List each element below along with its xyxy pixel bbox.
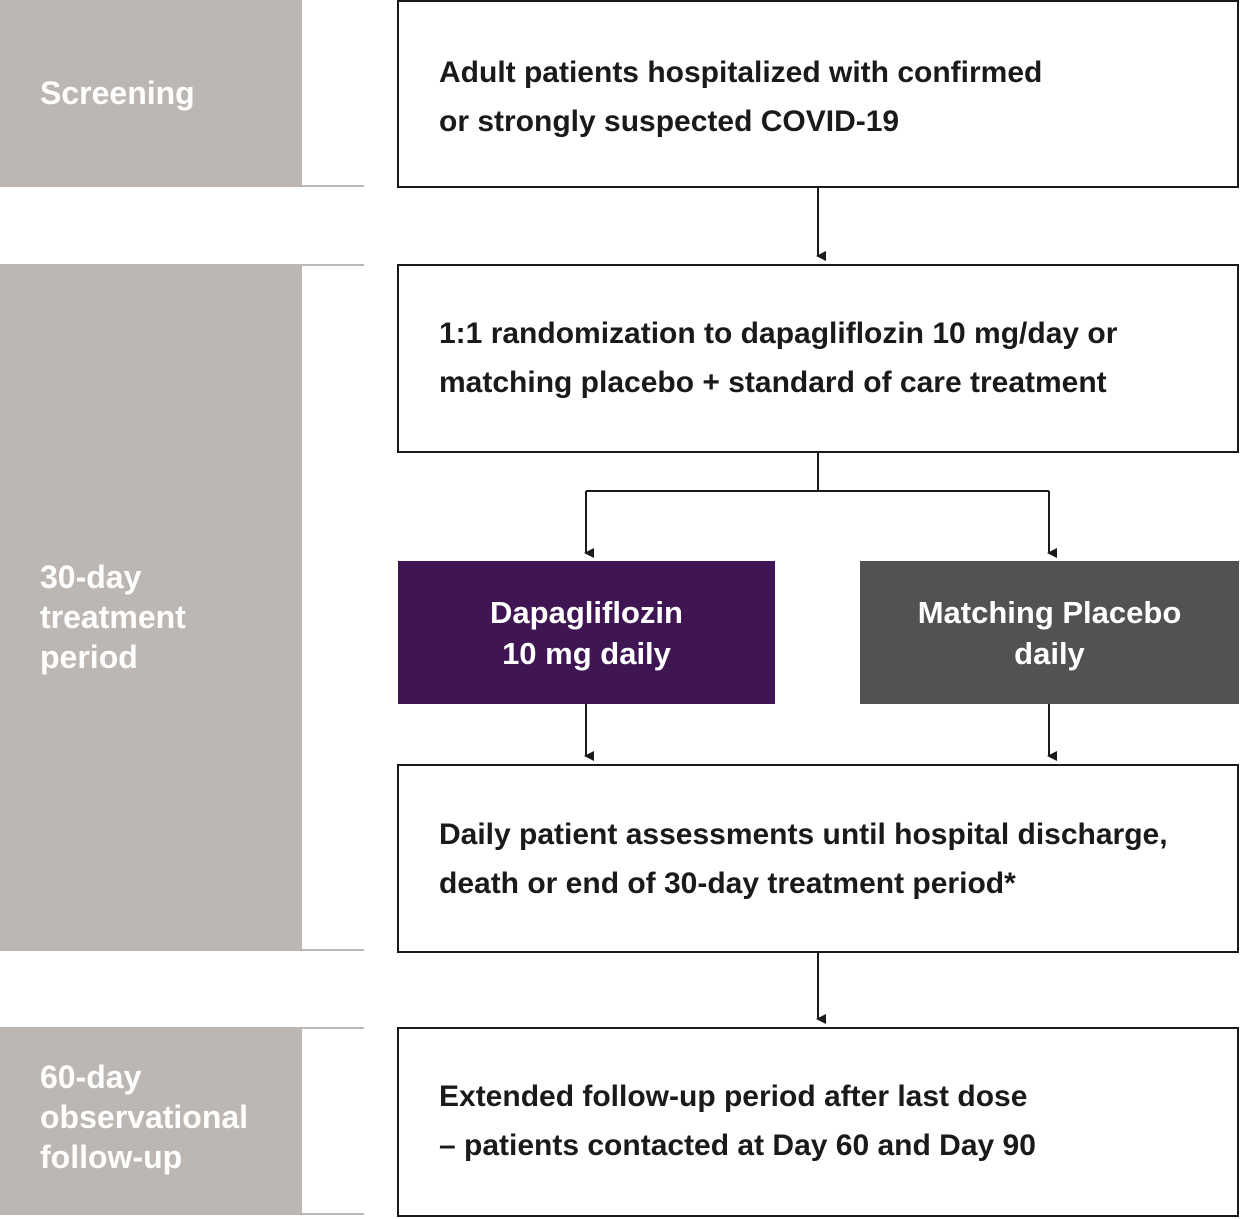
- phase-band-followup: [0, 1027, 302, 1215]
- phase-band-screening: [0, 0, 302, 186]
- followup-box-text: Extended follow-up period after last dos…: [439, 1080, 1036, 1162]
- phase-label-treatment: 30-day treatment period: [40, 559, 186, 675]
- phase-divider-treatment-bottom: [0, 949, 364, 951]
- dapagliflozin-arm-box: Dapagliflozin 10 mg daily: [398, 561, 775, 704]
- phase-band-treatment: [0, 264, 302, 951]
- placebo-arm-box: Matching Placebo daily: [860, 561, 1239, 704]
- randomization-box: 1:1 randomization to dapagliflozin 10 mg…: [397, 264, 1239, 453]
- screening-box-text: Adult patients hospitalized with confirm…: [439, 56, 1043, 138]
- screening-box: Adult patients hospitalized with confirm…: [397, 0, 1239, 188]
- phase-divider-followup-bottom: [0, 1213, 364, 1215]
- assessments-box: Daily patient assessments until hospital…: [397, 764, 1239, 953]
- randomization-box-text: 1:1 randomization to dapagliflozin 10 mg…: [439, 317, 1118, 399]
- followup-box: Extended follow-up period after last dos…: [397, 1027, 1239, 1217]
- phase-label-followup: 60-day observational follow-up: [40, 1059, 249, 1175]
- assessments-box-text: Daily patient assessments until hospital…: [439, 818, 1168, 900]
- phase-divider-screening-bottom: [0, 185, 364, 187]
- phase-label-screening: Screening: [40, 75, 195, 111]
